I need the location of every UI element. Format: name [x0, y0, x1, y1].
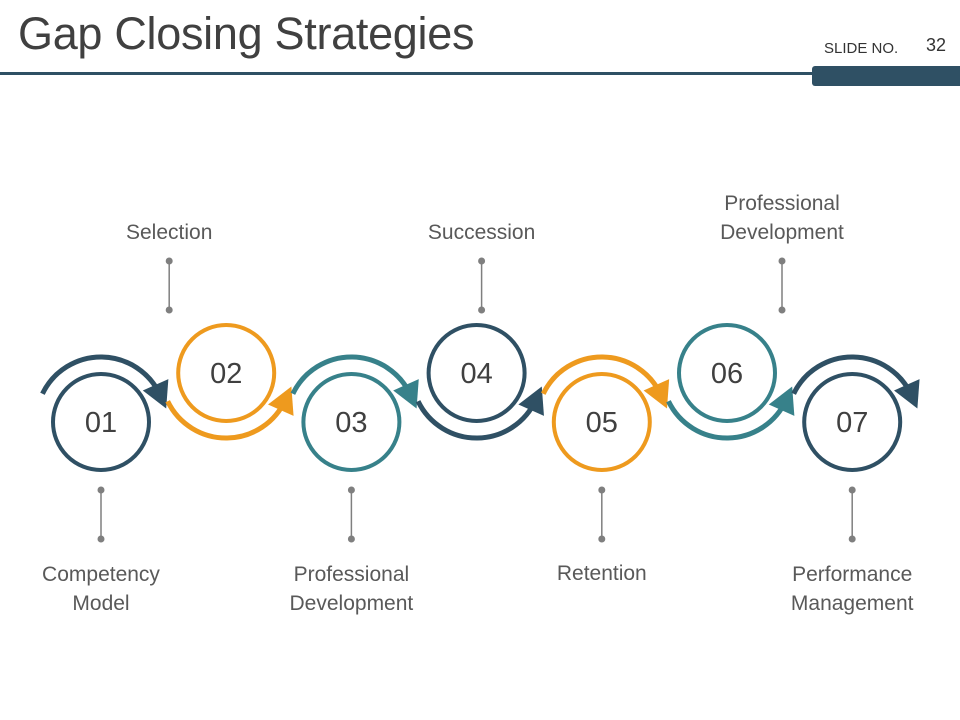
- step-06-label-line: Development: [720, 221, 844, 244]
- step-03-arrow-head: [393, 379, 419, 409]
- step-07-number: 07: [836, 407, 868, 439]
- step-06-connector-dot-bottom: [778, 306, 786, 314]
- step-07-flow-arc: [791, 354, 914, 397]
- step-05-flow-arc: [541, 354, 664, 397]
- step-07-label-line: Management: [790, 592, 914, 615]
- slide-number: 32: [926, 35, 947, 55]
- step-07-arrow-head: [893, 379, 920, 409]
- step-04-circle: [426, 323, 527, 423]
- step-02-connector-dot-top: [165, 257, 173, 265]
- step-03-number: 03: [335, 407, 367, 439]
- step-04-label-line: Succession: [427, 221, 536, 244]
- step-06-label-line: Professional: [724, 192, 840, 215]
- step-03-label-line: Development: [289, 592, 414, 615]
- step-03-flow-arc: [290, 354, 414, 397]
- slide-title: Gap Closing Strategies: [18, 8, 475, 59]
- step-05-circle: [551, 372, 652, 472]
- step-07-circle: [802, 372, 903, 472]
- step-05-connector-dot-top: [598, 486, 606, 494]
- step-04-connector-dot-top: [478, 257, 486, 265]
- step-01-flow-arc: [40, 354, 163, 397]
- step-04-connector-dot-bottom: [478, 306, 486, 314]
- step-01-connector-dot-bottom: [97, 535, 105, 543]
- step-07-connector-dot-bottom: [848, 535, 856, 543]
- step-01-label-line: Model: [72, 592, 130, 615]
- step-04-number: 04: [460, 358, 492, 390]
- step-02-flow-arc: [165, 398, 288, 441]
- step-03-connector-dot-top: [347, 486, 355, 494]
- step-06-arrow-head: [768, 386, 795, 416]
- slide-number-label: SLIDE NO.: [824, 40, 899, 57]
- step-02-connector-dot-bottom: [165, 306, 173, 314]
- step-01-number: 01: [85, 407, 117, 439]
- step-04-flow-arc: [415, 398, 539, 441]
- step-07-label-line: Performance: [792, 563, 913, 586]
- step-03-circle: [301, 372, 402, 472]
- step-05-connector-dot-bottom: [598, 535, 606, 543]
- step-02-circle: [176, 323, 277, 423]
- step-02-arrow-head: [267, 386, 294, 416]
- step-06-number: 06: [711, 358, 743, 390]
- step-04-label: Succession: [382, 218, 582, 247]
- step-01-label-line: Competency: [42, 563, 160, 586]
- slide-number-tab: [812, 66, 960, 86]
- step-05-label: Retention: [502, 559, 702, 588]
- header-divider: [0, 72, 812, 75]
- step-04-arrow-head: [518, 386, 544, 416]
- step-02-label-line: Selection: [125, 221, 213, 244]
- step-02-number: 02: [210, 358, 242, 390]
- step-02-label: Selection: [69, 218, 269, 247]
- step-03-connector-dot-bottom: [347, 535, 355, 543]
- step-01-connector-dot-top: [97, 486, 105, 494]
- step-05-number: 05: [586, 407, 618, 439]
- step-07-connector-dot-top: [848, 486, 856, 494]
- step-06-circle: [677, 323, 777, 423]
- step-05-arrow-head: [643, 379, 670, 409]
- step-06-flow-arc: [666, 398, 789, 441]
- step-06-connector-dot-top: [778, 257, 786, 265]
- step-03-label-line: Professional: [293, 563, 410, 586]
- step-01-circle: [51, 372, 151, 472]
- step-01-arrow-head: [142, 379, 169, 409]
- step-05-label-line: Retention: [556, 562, 647, 585]
